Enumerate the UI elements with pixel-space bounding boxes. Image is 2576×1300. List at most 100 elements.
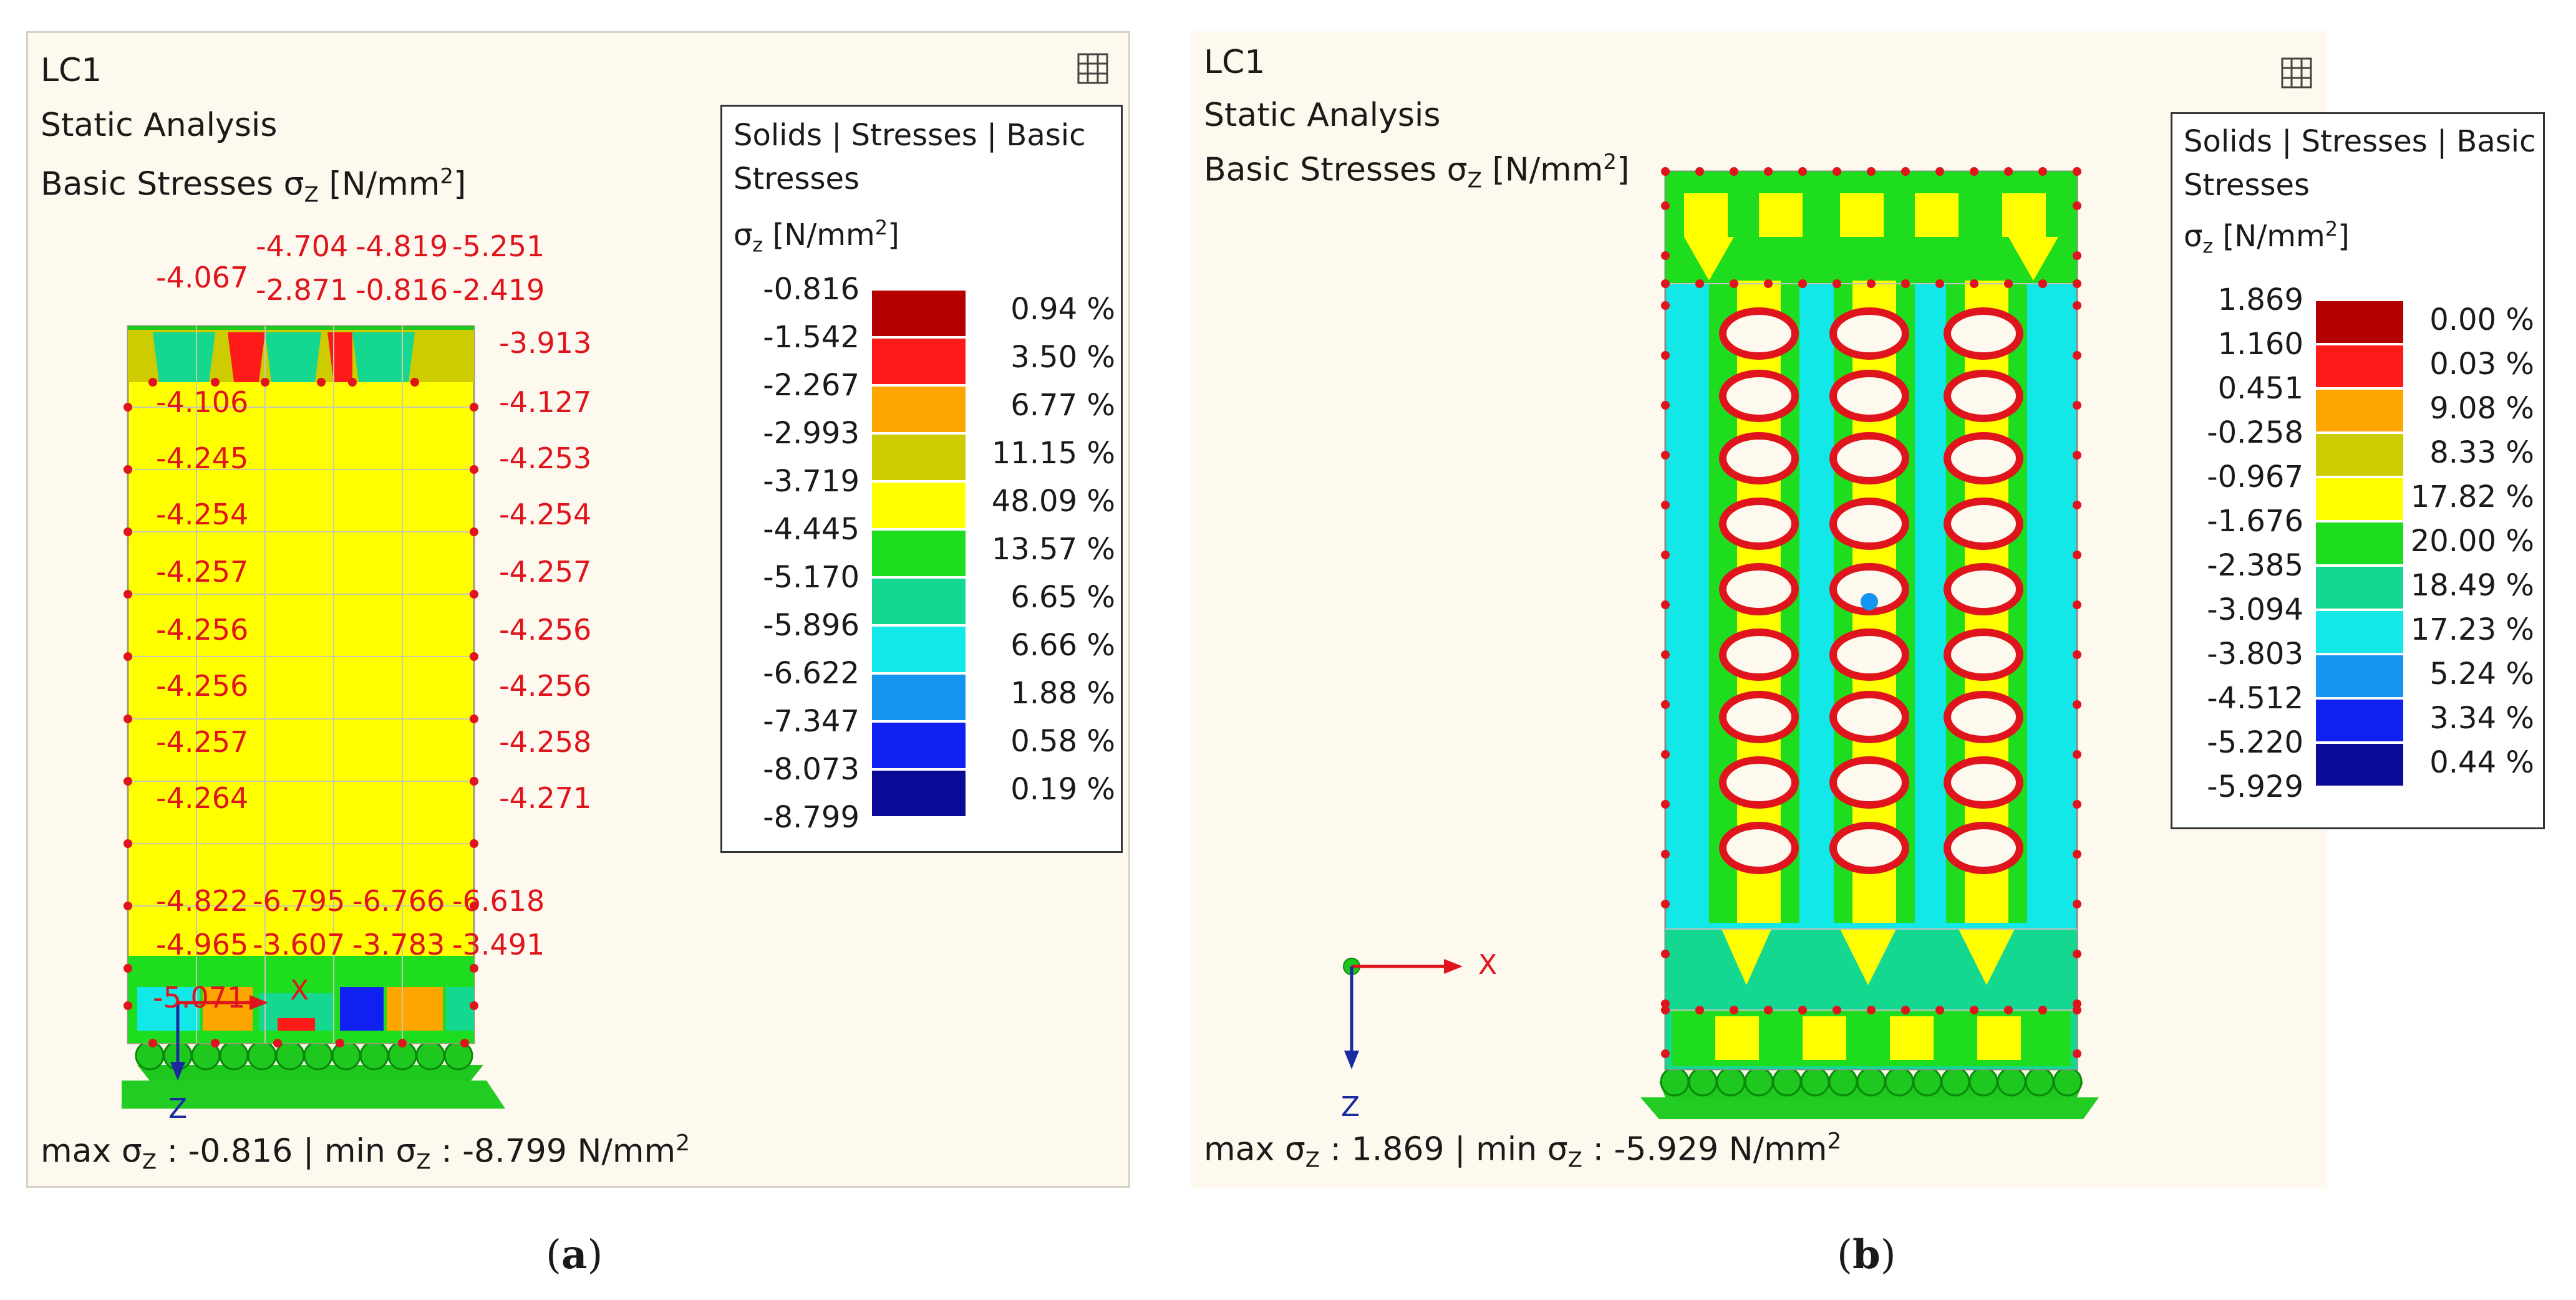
value-label: -5.071 (153, 981, 246, 1014)
x-axis-label: X (1478, 949, 1498, 981)
legend-percent: 0.58 % (1010, 724, 1115, 759)
load-case-label: LC1 (1204, 44, 1266, 81)
legend-swatch (872, 771, 966, 816)
node-point (2073, 301, 2081, 310)
legend-percent: 17.82 % (2410, 479, 2534, 514)
legend-percent: 13.57 % (991, 532, 1115, 567)
node-point (1764, 1006, 1773, 1014)
legend-percent: 6.65 % (1010, 580, 1115, 615)
node-point (1901, 279, 1910, 288)
legend-value: 0.451 (2217, 371, 2303, 406)
legend-value: -7.347 (763, 704, 859, 739)
legend-title: Solids | Stresses | Basic (734, 118, 1086, 153)
min-max-summary: max σZ : -0.816 | min σZ : -8.799 N/mm2 (41, 1130, 690, 1175)
support-base (1640, 1097, 2099, 1119)
legend-swatch (2316, 390, 2403, 431)
node-point (2038, 167, 2047, 176)
legend-swatch (2316, 611, 2403, 653)
grid-view-icon[interactable] (1076, 52, 1110, 85)
legend-percent: 0.19 % (1010, 772, 1115, 807)
grid-view-icon[interactable] (2280, 56, 2313, 90)
legend-swatch (872, 435, 966, 480)
opening-hole (1944, 432, 2023, 484)
node-point (1935, 1006, 1944, 1014)
opening-hole (1944, 563, 2023, 615)
value-label: -4.127 (499, 385, 592, 419)
node-point (2073, 1006, 2081, 1014)
roller (2025, 1067, 2055, 1097)
legend-value: -5.170 (763, 560, 859, 595)
node-point (2073, 800, 2081, 809)
legend-title-line2: Stresses (734, 161, 860, 196)
node-point (2073, 600, 2081, 609)
legend-swatch (2316, 700, 2403, 741)
legend-percent: 8.33 % (2429, 435, 2534, 470)
legend-swatch (2316, 744, 2403, 786)
legend-value: -2.993 (763, 416, 859, 451)
opening-hole (1719, 498, 1799, 550)
roller (1744, 1067, 1774, 1097)
node-point (2038, 279, 2047, 288)
roller (1884, 1067, 1914, 1097)
opening-hole (1719, 432, 1799, 484)
value-label: -0.816 (356, 273, 448, 307)
opening-hole (1944, 628, 2023, 681)
opening-hole (1944, 822, 2023, 874)
z-axis-label: Z (168, 1093, 188, 1125)
node-point (1661, 201, 1670, 210)
x-axis-label: X (290, 975, 309, 1006)
legend-swatch (872, 675, 966, 720)
opening-hole (1719, 628, 1799, 681)
opening-hole (1829, 370, 1909, 422)
node-point (1695, 167, 1704, 176)
node-point (1661, 167, 1670, 176)
node-point (2073, 251, 2081, 260)
value-label: -4.271 (499, 781, 592, 815)
opening-hole (1829, 822, 1909, 874)
value-label: -4.106 (156, 385, 249, 419)
opening-hole (1719, 563, 1799, 615)
value-label: -3.783 (352, 928, 445, 961)
value-label: -4.256 (156, 669, 249, 703)
solid-body-a (127, 325, 475, 1044)
node-point (2004, 279, 2013, 288)
value-label: -3.607 (253, 928, 346, 961)
legend-percent: 6.77 % (1010, 388, 1115, 423)
opening-hole (1944, 370, 2023, 422)
roller (1716, 1067, 1746, 1097)
node-point (2073, 850, 2081, 859)
value-label: -4.257 (156, 555, 249, 589)
legend-percent: 18.49 % (2410, 568, 2534, 603)
node-point (1730, 1006, 1738, 1014)
value-label: -3.491 (452, 928, 545, 961)
probe-point (1861, 593, 1878, 610)
node-point (1730, 167, 1738, 176)
legend-swatch (2316, 478, 2403, 520)
legend-a: Solids | Stresses | Basic Stresses σz [N… (720, 105, 1123, 853)
node-point (1661, 401, 1670, 410)
value-label: -4.245 (156, 441, 249, 475)
value-label: -6.618 (452, 884, 545, 918)
value-label: -4.258 (499, 725, 592, 759)
legend-title-line2: Stresses (2184, 168, 2310, 203)
node-point (1661, 1006, 1670, 1014)
value-label: -4.253 (499, 441, 592, 475)
legend-value: -3.719 (763, 464, 859, 499)
opening-hole (1829, 307, 1909, 360)
node-point (1661, 900, 1670, 908)
roller (1912, 1067, 1942, 1097)
node-points-a (123, 378, 478, 1047)
node-point (1901, 167, 1910, 176)
opening-hole (1944, 756, 2023, 809)
node-point (1661, 950, 1670, 958)
node-point (2073, 451, 2081, 460)
value-label: -5.251 (452, 229, 545, 263)
value-label: -4.256 (156, 613, 249, 647)
value-label: -4.257 (499, 555, 592, 589)
roller (1997, 1067, 2026, 1097)
node-point (1970, 1006, 1978, 1014)
legend-swatch (2316, 522, 2403, 564)
legend-percent: 11.15 % (991, 436, 1115, 471)
node-point (2073, 700, 2081, 709)
opening-hole (1944, 498, 2023, 550)
